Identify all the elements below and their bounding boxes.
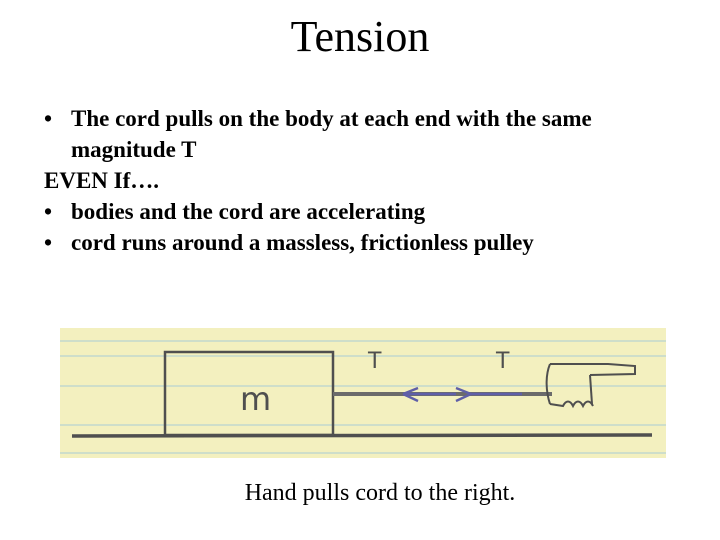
bullet-marker: • <box>44 199 53 224</box>
bullet-text: bodies and the cord are accelerating <box>71 199 426 224</box>
continuation-text: magnitude T <box>71 137 197 162</box>
bullet-text: cord runs around a massless, frictionles… <box>71 230 534 255</box>
figure-caption: Hand pulls cord to the right. <box>244 480 516 506</box>
hand-drawn-figure: m T T <box>60 328 666 458</box>
right-tension-label: T <box>495 349 510 374</box>
floor-line <box>71 433 653 438</box>
even-if-line: EVEN If…. <box>44 165 714 196</box>
figure-svg: m T T <box>60 328 666 458</box>
left-tension-label: T <box>367 349 382 374</box>
bullet-text: The cord pulls on the body at each end w… <box>71 106 592 131</box>
ruled-lines <box>60 340 666 454</box>
slide-title: Tension <box>290 12 430 61</box>
bullet-marker: • <box>44 230 53 255</box>
hand-icon <box>545 363 636 409</box>
block-label: m <box>240 380 271 418</box>
continuation-line: magnitude T <box>44 134 714 165</box>
even-if-text: EVEN If…. <box>44 168 160 193</box>
bullet-line-2: • bodies and the cord are accelerating <box>44 196 714 227</box>
slide-body: • The cord pulls on the body at each end… <box>44 103 714 258</box>
bullet-marker: • <box>44 106 53 131</box>
bullet-line-3: • cord runs around a massless, frictionl… <box>44 227 714 258</box>
arrow-right-icon <box>455 386 472 403</box>
bullet-line-1: • The cord pulls on the body at each end… <box>44 103 714 134</box>
